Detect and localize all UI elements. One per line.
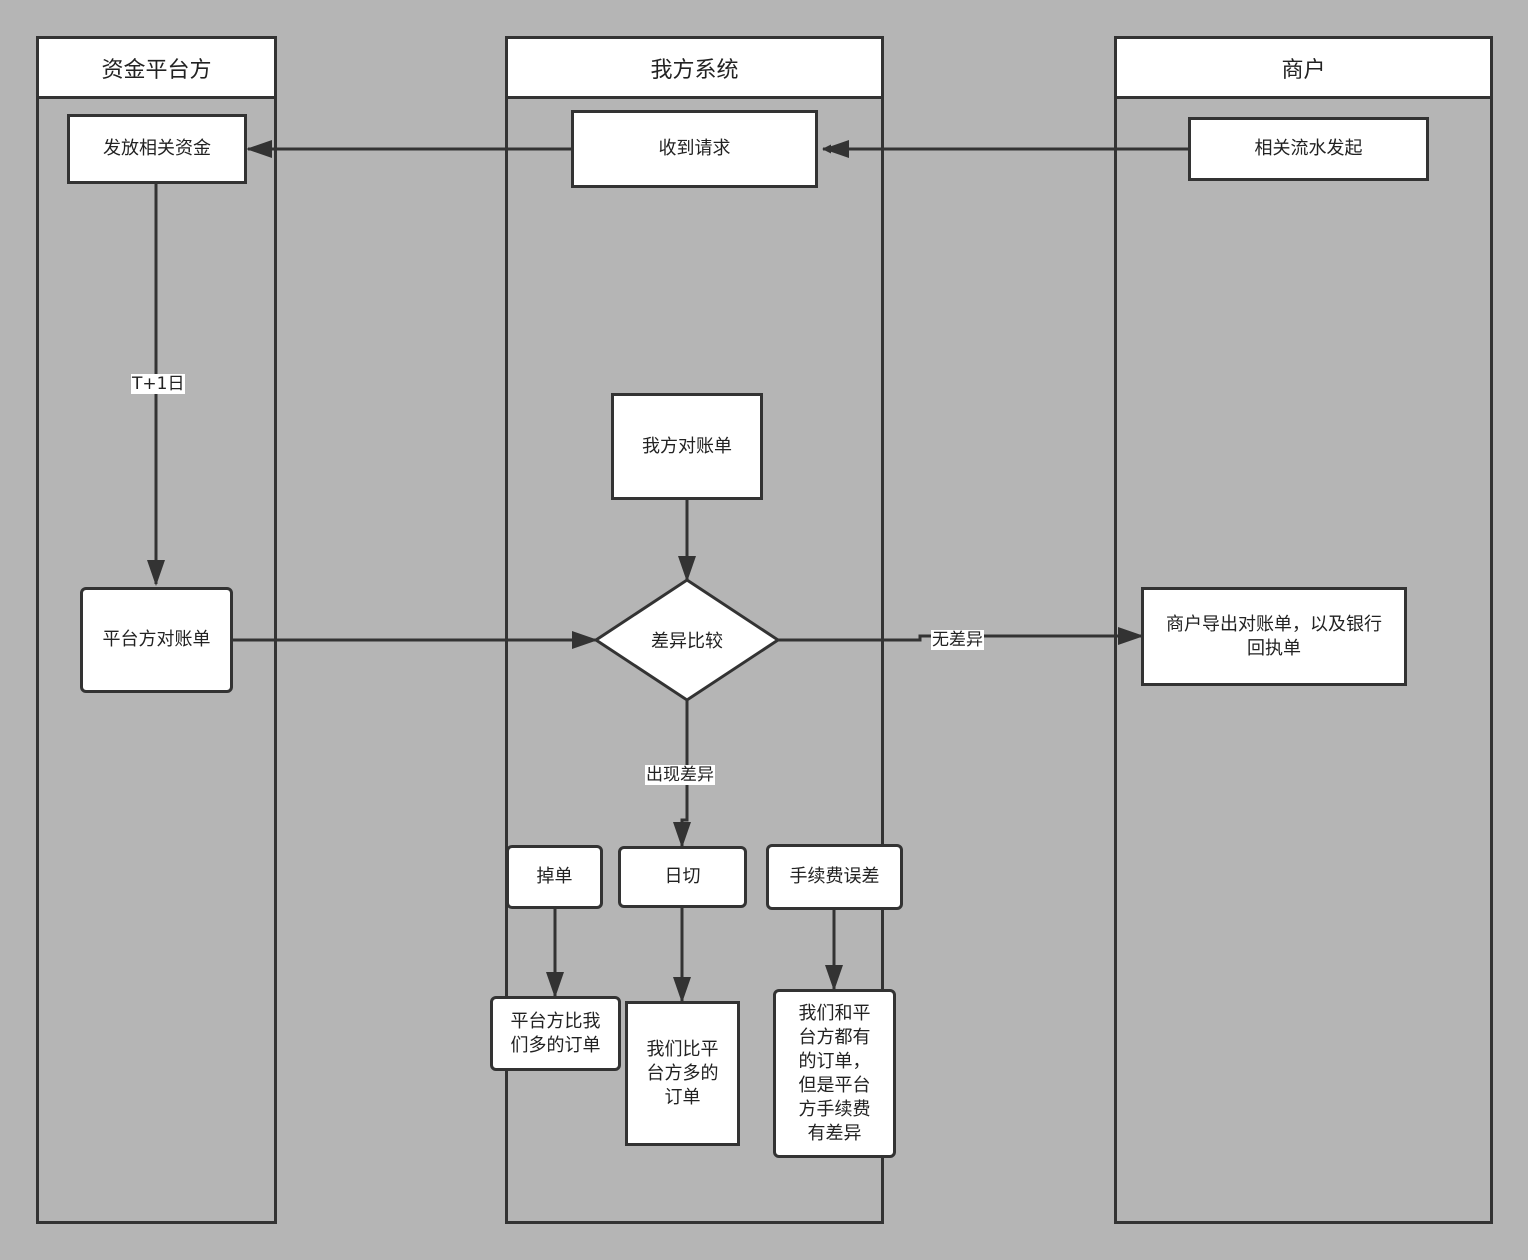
- arrowhead-compare-left: [572, 631, 598, 649]
- arrowhead-we-more: [673, 977, 691, 1003]
- node-compare-label: 差异比较: [651, 631, 723, 652]
- node-day-cut: 日切: [618, 846, 747, 908]
- node-fee-error: 手续费误差: [766, 844, 903, 910]
- edge-label-diff-found: 出现差异: [645, 765, 715, 785]
- edge-label-no-diff: 无差异: [931, 630, 984, 650]
- arrowhead-day-cut: [673, 822, 691, 848]
- edge-compare-to-merchant: [778, 634, 1142, 642]
- lane-header-merchant: 商户: [1114, 36, 1493, 99]
- node-release-funds: 发放相关资金: [67, 114, 247, 184]
- node-receive-request: 收到请求: [571, 110, 818, 188]
- arrowhead-platform-more: [546, 972, 564, 998]
- lane-header-our-system: 我方系统: [505, 36, 884, 99]
- node-platform-statement: 平台方对账单: [80, 587, 233, 693]
- node-we-more: 我们比平台方多的订单: [625, 1001, 740, 1146]
- node-platform-more: 平台方比我们多的订单: [490, 996, 621, 1071]
- node-platform-more-text: 平台方比我们多的订单: [510, 1010, 601, 1056]
- node-merchant-export-text: 商户导出对账单，以及银行回执单: [1166, 613, 1382, 659]
- arrowhead-release: [246, 140, 272, 158]
- node-we-more-text: 我们比平台方多的订单: [646, 1038, 719, 1108]
- arrowhead-receive: [823, 140, 849, 158]
- node-fee-diff: 我们和平台方都有的订单，但是平台方手续费有差异: [773, 989, 896, 1158]
- edge-label-t-plus-1: T+1日: [131, 374, 186, 394]
- lane-header-funding-platform: 资金平台方: [36, 36, 277, 99]
- node-fee-diff-text: 我们和平台方都有的订单，但是平台方手续费有差异: [798, 1002, 871, 1144]
- arrowhead-merchant: [1118, 627, 1144, 645]
- arrowhead-compare-top: [678, 556, 696, 582]
- arrowhead-platform-statement: [147, 560, 165, 586]
- node-merchant-export: 商户导出对账单，以及银行回执单: [1141, 587, 1407, 686]
- node-initiate-transaction: 相关流水发起: [1188, 117, 1429, 181]
- compare-diamond: [593, 578, 781, 702]
- node-our-statement: 我方对账单: [611, 393, 763, 500]
- arrowhead-fee-diff: [825, 965, 843, 991]
- node-lost-order: 掉单: [506, 845, 603, 909]
